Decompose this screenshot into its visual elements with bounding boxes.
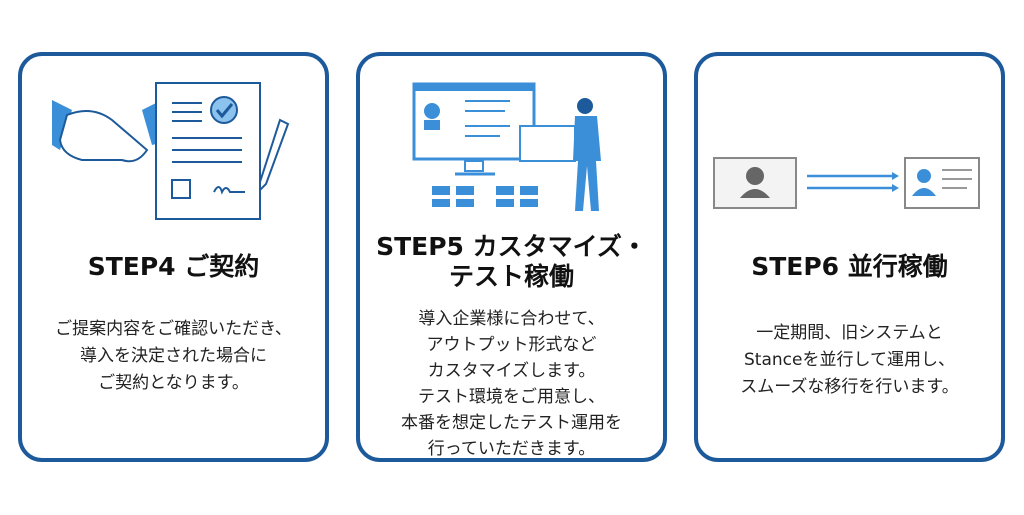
step5-title: STEP5 カスタマイズ・ テスト稼働	[360, 232, 663, 292]
step6-card: STEP6 並行稼働 一定期間、旧システムと Stanceを並行して運用し、 ス…	[694, 52, 1005, 462]
step4-title: STEP4 ご契約	[87, 252, 260, 281]
description-line: 導入企業様に合わせて、	[418, 309, 605, 329]
description-line: ご契約となります。	[98, 373, 249, 393]
step5-card: STEP5 カスタマイズ・ テスト稼働 導入企業様に合わせて、 アウトプット形式…	[356, 52, 667, 462]
description-line: テスト環境をご用意し、	[418, 387, 605, 407]
parallel-migration-icon	[713, 157, 980, 209]
title-line: テスト稼働	[448, 262, 574, 291]
description-line: スムーズな移行を行います。	[740, 377, 959, 397]
description-line: 導入を決定された場合に	[80, 346, 267, 366]
description-line: アウトプット形式など	[426, 335, 597, 355]
step6-title: STEP6 並行稼働	[751, 252, 948, 281]
description-line: 行っていただきます。	[427, 439, 596, 459]
step5-description: 導入企業様に合わせて、 アウトプット形式など カスタマイズします。 テスト環境を…	[360, 306, 663, 462]
description-line: ご提案内容をご確認いただき、	[55, 319, 292, 339]
step4-description: ご提案内容をご確認いただき、 導入を決定された場合に ご契約となります。	[22, 316, 325, 397]
customize-presentation-icon	[412, 82, 601, 211]
step4-card: STEP4 ご契約 ご提案内容をご確認いただき、 導入を決定された場合に ご契約…	[18, 52, 329, 462]
step6-description: 一定期間、旧システムと Stanceを並行して運用し、 スムーズな移行を行います…	[698, 320, 1001, 401]
description-line: 本番を想定したテスト運用を	[401, 413, 622, 433]
description-line: 一定期間、旧システムと	[756, 323, 943, 343]
title-line: STEP5 カスタマイズ・	[376, 232, 647, 261]
contract-handshake-icon	[52, 82, 290, 220]
description-line: カスタマイズします。	[427, 361, 596, 381]
description-line: Stanceを並行して運用し、	[744, 350, 955, 370]
